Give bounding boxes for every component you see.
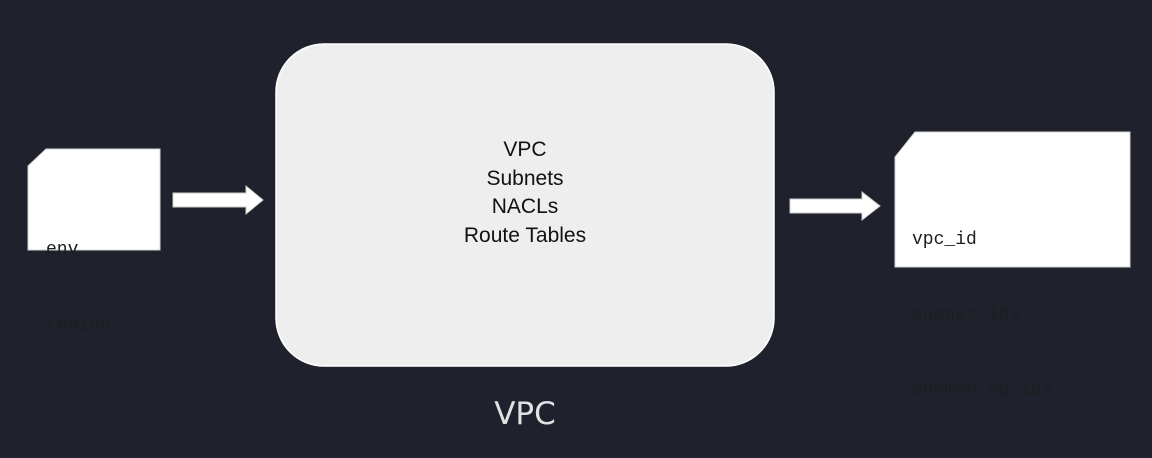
module-line: VPC [503,138,547,161]
output-card [894,131,1131,268]
input-arrow [172,184,264,216]
module-line: Subnets [486,166,564,190]
input-card [27,148,161,251]
output-line: vpc_id [912,230,977,250]
module-text: VPC Subnets NACLs Route Tables [276,136,774,250]
output-line: common sg ids [912,380,1053,400]
input-card-text: env region [46,188,111,388]
input-line: env [46,240,79,260]
diagram-caption: VPC [494,396,556,432]
input-line: region [46,315,111,335]
module-line: NACLs [491,195,559,218]
output-arrow [789,190,881,222]
module-box [275,43,775,367]
output-card-text: vpc_id subnet_ids common sg ids [912,178,1052,453]
module-line: Route Tables [463,223,587,247]
output-line: subnet_ids [912,305,1021,325]
